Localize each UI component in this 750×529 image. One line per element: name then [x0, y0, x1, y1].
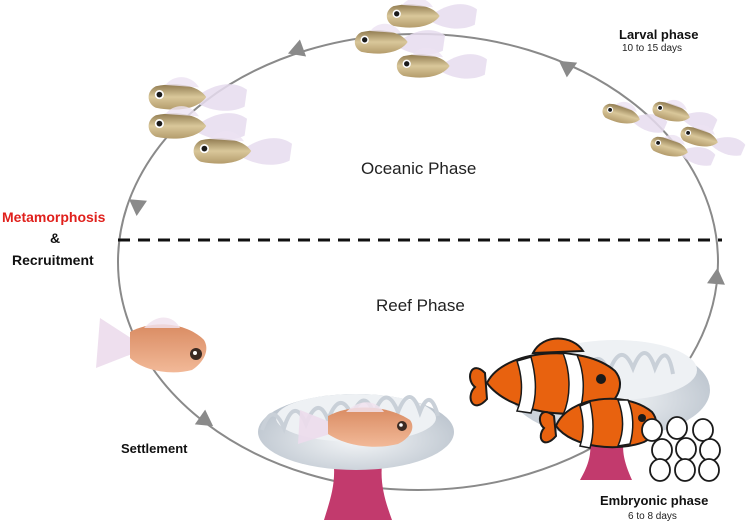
larval-duration-label: 10 to 15 days	[622, 43, 683, 54]
arrow-icon	[194, 409, 214, 427]
clownfish-icon	[538, 397, 658, 449]
egg-icon	[692, 418, 714, 442]
egg-cluster	[641, 416, 721, 482]
larva-fish-icon	[396, 47, 487, 79]
egg-icon	[641, 418, 663, 442]
recruitment-label: Recruitment	[12, 252, 94, 268]
arrow-icon	[287, 39, 307, 57]
juvenile-fish-icon	[96, 317, 207, 373]
egg-icon	[699, 438, 721, 462]
arrow-icon	[129, 199, 147, 216]
reef-phase-label: Reef Phase	[376, 296, 465, 315]
egg-icon	[698, 458, 720, 482]
metamorphosis-label: Metamorphosis	[2, 209, 106, 225]
larva-fish-icon	[386, 0, 477, 29]
clownfish-icon	[469, 337, 621, 416]
egg-icon	[675, 437, 697, 461]
settlement-label: Settlement	[121, 441, 188, 456]
embryonic-phase-label: Embryonic phase	[600, 493, 709, 508]
egg-icon	[666, 416, 688, 440]
juvenile-fish-icon	[298, 402, 413, 447]
egg-icon	[649, 458, 671, 482]
embryonic-duration-label: 6 to 8 days	[628, 511, 677, 522]
larval-phase-label: Larval phase	[619, 27, 699, 42]
oceanic-phase-label: Oceanic Phase	[361, 159, 477, 178]
arrow-icon	[558, 60, 578, 78]
ampersand-label: &	[50, 230, 61, 246]
egg-icon	[674, 458, 696, 482]
arrow-icon	[707, 268, 725, 285]
egg-icon	[651, 438, 673, 462]
